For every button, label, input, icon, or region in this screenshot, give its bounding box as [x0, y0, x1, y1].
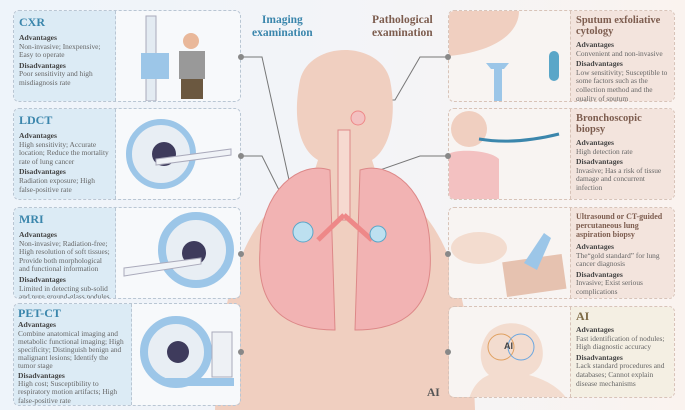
ai-label: AI — [427, 387, 440, 399]
imaging-title: Imaging examination — [252, 14, 313, 39]
connector-dot — [238, 251, 244, 257]
dis-label: Disadvantages — [576, 352, 623, 362]
adv-label: Advantages — [18, 320, 56, 329]
connector-dot — [445, 54, 451, 60]
mri-scanner-icon — [116, 208, 240, 298]
dis-label: Disadvantages — [19, 60, 66, 70]
dis-text: Lack standard procedures and databases; … — [576, 361, 665, 388]
dis-text: High cost; Susceptibility to respiratory… — [18, 379, 118, 405]
bronchoscope-icon — [449, 109, 570, 199]
adv-text: Convenient and non-invasive — [576, 48, 663, 58]
nodule-right — [369, 225, 387, 243]
human-figure — [215, 50, 475, 410]
adv-text: Fast identification of nodules; High dia… — [576, 333, 665, 352]
connector-dot — [445, 251, 451, 257]
dis-label: Disadvantages — [19, 167, 66, 177]
ultrasound-biopsy-icon — [449, 208, 570, 298]
nodule-left — [292, 221, 314, 243]
pet-ct-scanner-icon — [132, 304, 240, 405]
panel-title: AI — [576, 309, 590, 323]
panel-title: Ultrasound or CT-guided percutaneous lun… — [576, 212, 663, 239]
sputum-collection-icon — [449, 11, 570, 101]
panel-title: CXR — [19, 15, 45, 29]
connector-dot — [238, 54, 244, 60]
panel-title: Sputum exfoliative cytology — [576, 15, 661, 37]
adv-label: Advantages — [576, 138, 614, 147]
adv-text: The“gold standard” for lung cancer diagn… — [576, 250, 660, 269]
aspiration-biopsy-panel: Ultrasound or CT-guided percutaneous lun… — [448, 207, 675, 299]
adv-text: High sensitivity; Accurate location; Red… — [19, 139, 109, 166]
connector-dot — [238, 153, 244, 159]
panel-title: Bronchoscopic biopsy — [576, 113, 642, 135]
adv-text: Combine anatomical imaging and metabolic… — [18, 328, 124, 371]
connector-dot — [445, 349, 451, 355]
adv-label: Advantages — [19, 230, 57, 239]
adv-text: Non-invasive; Inexpensive; Easy to opera… — [19, 41, 101, 60]
dis-text: Invasive; Exist serious complications — [576, 278, 643, 296]
panel-title: PET-CT — [18, 306, 61, 320]
adv-text: High detection rate — [576, 146, 633, 156]
dis-text: Limited in detecting sub-solid and pure … — [19, 283, 110, 299]
ct-scanner-icon — [116, 109, 240, 199]
adv-text: Non-invasive; Radiation-free; High resol… — [19, 238, 110, 274]
adv-label: Advantages — [576, 325, 614, 334]
adv-label: Advantages — [576, 242, 614, 251]
dis-text: Low sensitivity; Susceptible to some fac… — [576, 67, 668, 102]
xray-machine-icon — [116, 11, 240, 101]
dis-label: Disadvantages — [576, 59, 623, 69]
connector-dot — [238, 349, 244, 355]
adv-label: Advantages — [19, 131, 57, 140]
panel-title: MRI — [19, 212, 44, 226]
dis-text: Invasive; Has a risk of tissue damage an… — [576, 165, 662, 192]
dis-label: Disadvantages — [576, 269, 623, 279]
dis-text: Poor sensitivity and high misdiagnosis r… — [19, 69, 93, 87]
pathological-title: Pathological examination — [372, 14, 433, 39]
ai-icon-text: AI — [504, 341, 513, 351]
dis-label: Disadvantages — [18, 370, 65, 380]
adv-label: Advantages — [19, 33, 57, 42]
ai-brain-icon: AI — [449, 307, 570, 397]
dis-label: Disadvantages — [19, 274, 66, 284]
dis-label: Disadvantages — [576, 157, 623, 167]
panel-title: LDCT — [19, 113, 53, 127]
dis-text: Radiation exposure; High false-positive … — [19, 175, 95, 194]
connector-dot — [445, 153, 451, 159]
adv-label: Advantages — [576, 40, 614, 49]
